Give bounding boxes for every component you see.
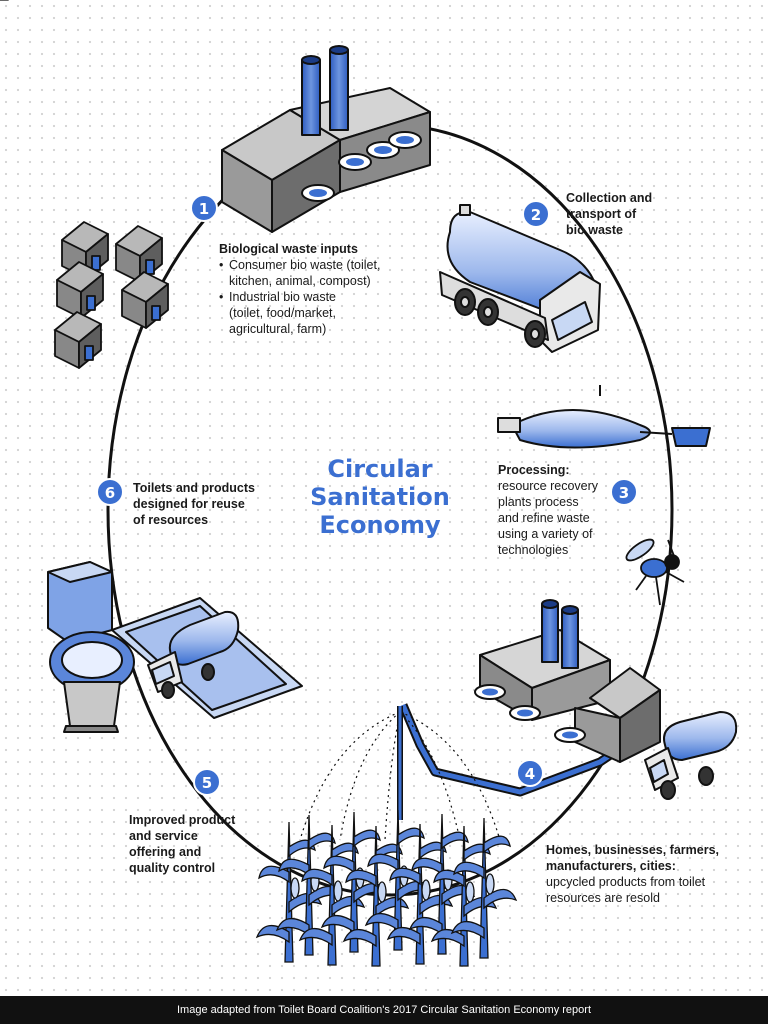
- title-line-3: Economy: [319, 511, 441, 539]
- small-truck-icon: [644, 711, 738, 800]
- step-badge-2: 2: [522, 200, 550, 228]
- step-4-text: Homes, businesses, farmers, manufacturer…: [546, 843, 719, 905]
- step-6-text: Toilets and products designed for reuse …: [133, 481, 255, 527]
- footer-credit: Image adapted from Toilet Board Coalitio…: [0, 996, 768, 1024]
- title-line-2: Sanitation: [310, 483, 450, 511]
- processing-plant-icon: [497, 385, 711, 449]
- sprinkler-icon: [299, 711, 501, 841]
- step-badge-3: 3: [610, 478, 638, 506]
- toilet-icon: [47, 561, 303, 733]
- step-badge-4: 4: [516, 759, 544, 787]
- svg-text:2: 2: [531, 206, 541, 224]
- svg-text:3: 3: [619, 484, 629, 502]
- step-3-text: Processing: resource recovery plants pro…: [498, 462, 628, 558]
- step-badge-5: 5: [193, 768, 221, 796]
- truck-icon: [439, 204, 601, 353]
- step-1-bullet-2-cont-2: agricultural, farm): [229, 322, 327, 336]
- step-badge-1: 1: [190, 194, 218, 222]
- svg-text:4: 4: [525, 765, 535, 783]
- svg-text:1: 1: [199, 200, 209, 218]
- houses-icon: [54, 221, 169, 369]
- step-1-text: Biological waste inputs Consumer bio was…: [219, 241, 419, 337]
- step-5-text: Improved product and service offering an…: [129, 813, 236, 875]
- step-2-text: Collection and transport of bio waste: [566, 191, 653, 237]
- step-1-bullet-2-cont-1: (toilet, food/market,: [229, 306, 336, 320]
- insect-icon: [625, 538, 685, 606]
- factory-icon: [221, 45, 431, 233]
- svg-text:6: 6: [105, 484, 115, 502]
- step-badge-6: 6: [96, 478, 124, 506]
- factory-lower-icon: [474, 599, 661, 763]
- diagram-title: Circular Sanitation Economy: [290, 455, 470, 539]
- svg-text:5: 5: [202, 774, 212, 792]
- step-1-bullet-1-cont: kitchen, animal, compost): [229, 274, 371, 288]
- step-1-bullet-1: Consumer bio waste (toilet,: [219, 257, 419, 273]
- step-1-heading: Biological waste inputs: [219, 242, 358, 256]
- title-line-1: Circular: [327, 455, 433, 483]
- step-1-bullet-2: Industrial bio waste: [219, 289, 419, 305]
- step-3-heading: Processing:: [498, 463, 570, 477]
